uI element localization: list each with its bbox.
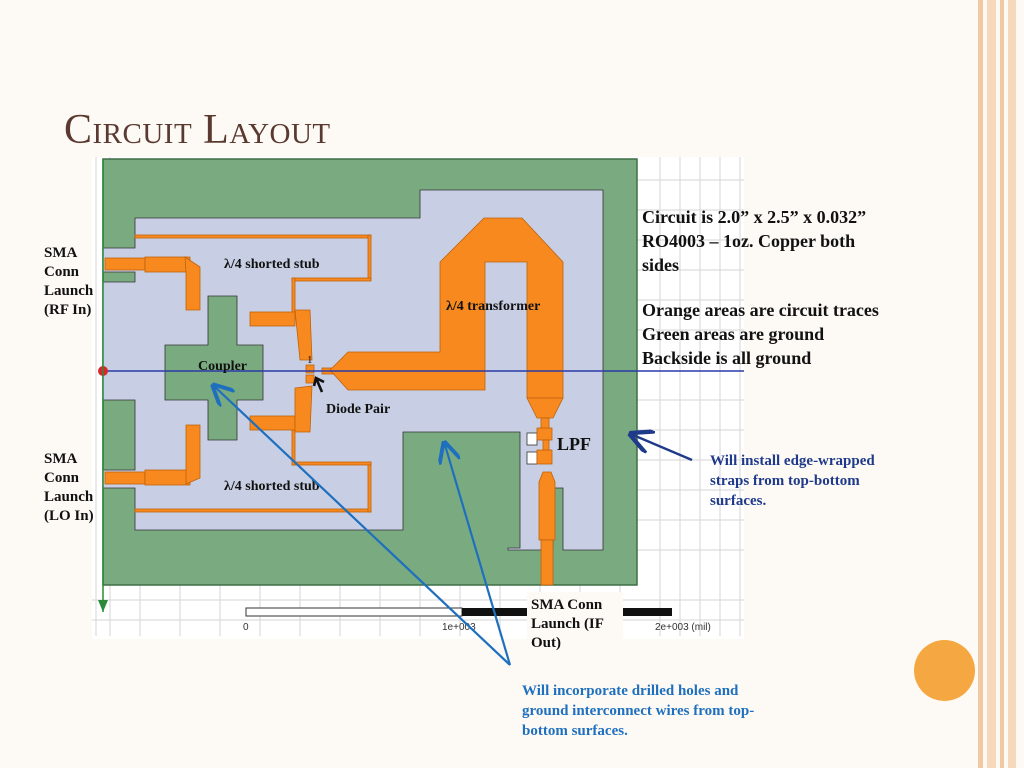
label-diode-pair: Diode Pair [326,402,390,417]
scale-tick-2: 2e+003 (mil) [655,622,711,633]
arrow-to-board-edge [633,435,693,462]
slide-title: Circuit Layout [64,107,331,153]
decor-orange-circle [914,640,975,701]
label-sma-if-out: SMA Conn Launch (IF Out) [531,597,604,651]
decor-stripe-1 [978,0,983,768]
scale-tick-0: 0 [243,622,249,633]
drilled-holes-callout: Will incorporate drilled holes and groun… [522,683,755,739]
decor-stripe-2 [987,0,996,768]
label-coupler: Coupler [198,359,247,374]
scale-tick-1: 1e+003 [442,622,476,633]
label-sma-rf-in: SMA Conn Launch (RF In) [44,245,94,318]
label-marker-one: 1 [307,354,313,366]
coupler-body [164,295,264,441]
decor-stripe-4 [1008,0,1016,768]
axis-arrow [98,600,108,612]
diode-pointer-icon [312,376,325,393]
arrow-to-lpf-ground [445,445,512,666]
label-sma-lo-in: SMA Conn Launch (LO In) [44,451,94,524]
spec-note: Circuit is 2.0” x 2.5” x 0.032” RO4003 –… [642,207,867,275]
label-stub-bottom: λ/4 shorted stub [224,479,320,494]
decor-stripe-3 [1000,0,1004,768]
edge-straps-callout: Will install edge-wrapped straps from to… [710,453,875,509]
label-stub-top: λ/4 shorted stub [224,257,320,272]
label-lpf: LPF [557,434,591,454]
label-transformer: λ/4 transformer [446,299,540,314]
arrow-to-coupler [215,387,511,666]
if-out-label-box [527,592,623,652]
legend-note: Orange areas are circuit traces Green ar… [642,300,879,368]
